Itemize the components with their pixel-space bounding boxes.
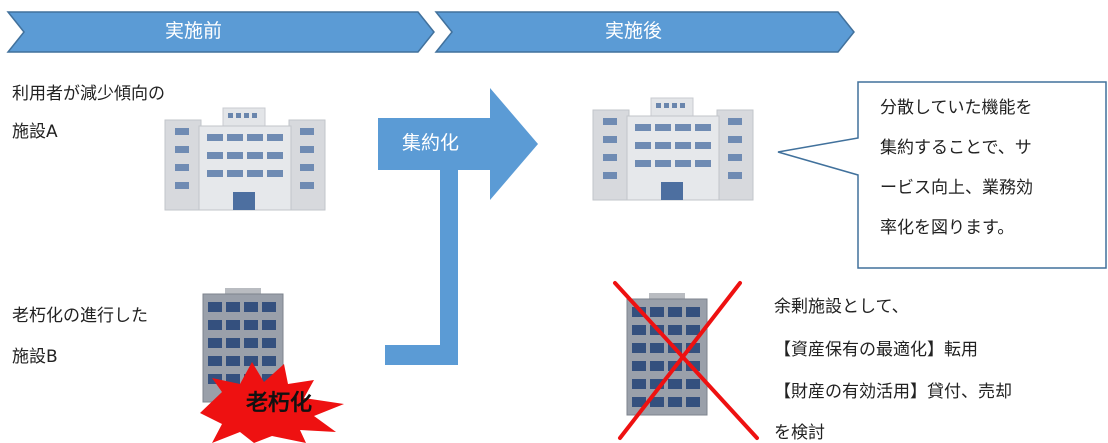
banner-before-label: 実施前 (165, 20, 223, 42)
red-cross-icon (613, 281, 759, 440)
banner-before-shape (6, 11, 435, 53)
surplus-line: 【財産の有効活用】貸付、売却 (774, 382, 1012, 402)
banner-after-label: 実施後 (605, 20, 663, 42)
facility-b-description: 老朽化の進行した (12, 306, 148, 326)
facility-b-name: 施設B (12, 347, 58, 367)
facility-a-name: 施設A (12, 122, 58, 142)
aging-burst-label: 老朽化 (246, 391, 313, 416)
banner-after-shape (434, 11, 855, 53)
flow-label: 集約化 (402, 132, 460, 154)
callout-line: ービス向上、業務効 (880, 178, 1033, 198)
callout-line: 分散していた機能を (880, 98, 1033, 118)
office-building-icon (164, 107, 326, 211)
facility-a-description: 利用者が減少傾向の (12, 84, 165, 104)
surplus-building-icon (626, 293, 708, 416)
office-building-after-icon (592, 97, 754, 201)
callout-line: 率化を図ります。 (880, 218, 1015, 238)
starburst-icon (200, 362, 344, 443)
surplus-line: 【資産保有の最適化】転用 (774, 340, 978, 360)
callout-text: 分散していた機能を 集約することで、サ ービス向上、業務効 率化を図ります。 (880, 88, 1102, 248)
consolidation-arrow (378, 88, 538, 365)
callout-line: 集約することで、サ (880, 138, 1032, 158)
callout-box (777, 81, 1107, 269)
surplus-line: 余剰施設として、 (774, 297, 909, 317)
surplus-line: を検討 (774, 423, 825, 443)
